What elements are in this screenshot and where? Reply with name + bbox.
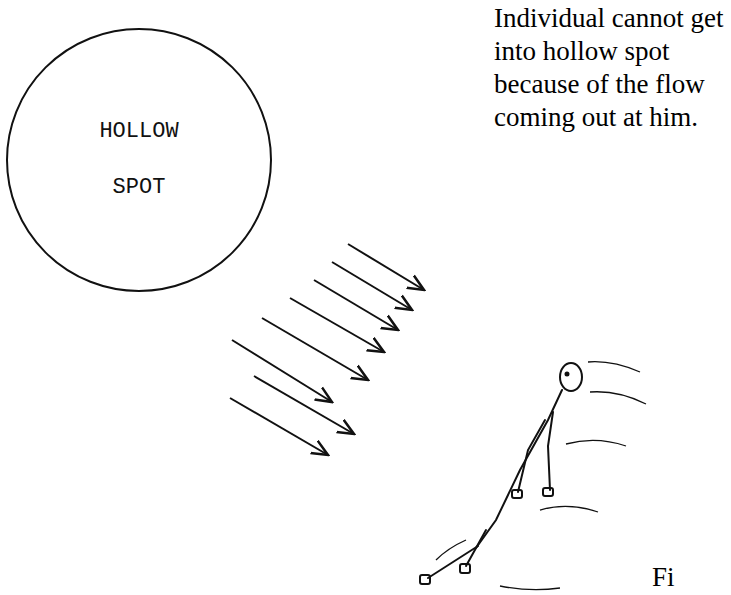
figure-arm — [548, 412, 553, 490]
flow-arrow — [290, 298, 384, 352]
figure-leg — [428, 546, 478, 578]
wind-line — [590, 392, 646, 404]
flow-arrow — [314, 280, 398, 330]
note-text: Individual cannot get into hollow spot b… — [494, 2, 726, 134]
figure-foot — [420, 575, 430, 584]
circle-border — [7, 29, 271, 291]
flow-arrow — [230, 398, 328, 455]
figure-arm — [518, 420, 545, 492]
wind-lines — [436, 362, 646, 590]
flow-arrow — [262, 318, 368, 380]
circle-outline — [6, 28, 272, 292]
figure-hand — [543, 488, 553, 496]
figure-caption-fragment: Fi — [652, 562, 675, 592]
wind-line — [540, 506, 598, 512]
figure-head — [560, 363, 582, 391]
flow-arrow — [332, 262, 412, 310]
flow-arrow — [254, 376, 354, 434]
node-label: HOLLOW SPOT — [84, 104, 194, 216]
figure-hand — [512, 490, 522, 498]
wind-line — [436, 540, 466, 560]
figure-eye — [566, 373, 569, 376]
stick-figure — [420, 363, 582, 584]
wind-line — [588, 362, 640, 372]
wind-line — [566, 440, 626, 446]
figure-foot — [460, 564, 470, 573]
hollow-spot-circle: HOLLOW SPOT — [6, 28, 272, 292]
wind-line — [500, 586, 560, 590]
flow-arrow — [348, 244, 424, 290]
flow-arrows — [230, 244, 424, 455]
figure-body — [476, 390, 562, 548]
